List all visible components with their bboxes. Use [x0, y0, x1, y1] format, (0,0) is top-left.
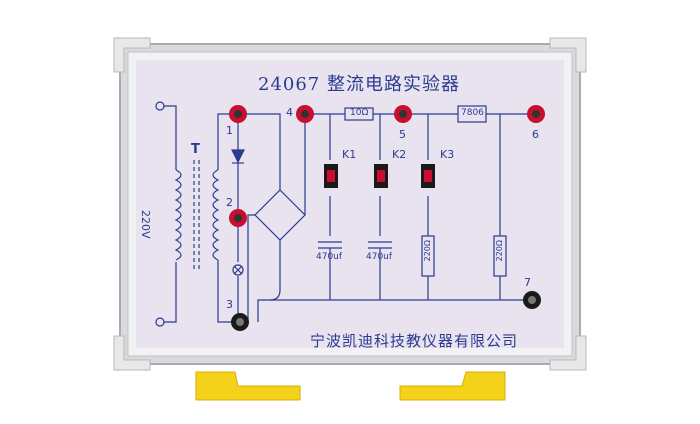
- terminal-3-label: 3: [226, 298, 233, 311]
- terminal-5-label: 5: [399, 128, 406, 141]
- load1-label: 220Ω: [423, 240, 432, 262]
- switch-k2-label: K2: [392, 148, 407, 161]
- frame-corners: [113, 37, 587, 371]
- terminal-6-label: 6: [532, 128, 539, 141]
- yellow-stand: [195, 371, 506, 401]
- terminal-1-label: 1: [226, 124, 233, 137]
- switch-k3-label: K3: [440, 148, 455, 161]
- switch-k1-label: K1: [342, 148, 357, 161]
- load2-label: 220Ω: [495, 240, 504, 262]
- terminal-7-label: 7: [524, 276, 531, 289]
- terminal-3: [231, 313, 249, 331]
- series-resistor-label: 10Ω: [350, 108, 369, 118]
- manufacturer-label: 宁波凯迪科技教仪器有限公司: [310, 332, 519, 350]
- regulator-label: 7806: [461, 108, 484, 118]
- cap2-label: 470uf: [366, 252, 393, 262]
- terminal-6: [527, 105, 545, 123]
- terminal-2: [229, 209, 247, 227]
- terminal-4-label: 4: [286, 106, 293, 119]
- rocker-switches: [324, 164, 435, 188]
- binding-posts: [229, 105, 545, 331]
- terminal-2-label: 2: [226, 196, 233, 209]
- terminal-7: [523, 291, 541, 309]
- terminal-1: [229, 105, 247, 123]
- terminal-5: [394, 105, 412, 123]
- transformer-label: T: [191, 142, 200, 157]
- voltage-label: 220V: [139, 210, 152, 239]
- terminal-4: [296, 105, 314, 123]
- board-title: 24067 整流电路实验器: [258, 74, 460, 95]
- cap1-label: 470uf: [316, 252, 343, 262]
